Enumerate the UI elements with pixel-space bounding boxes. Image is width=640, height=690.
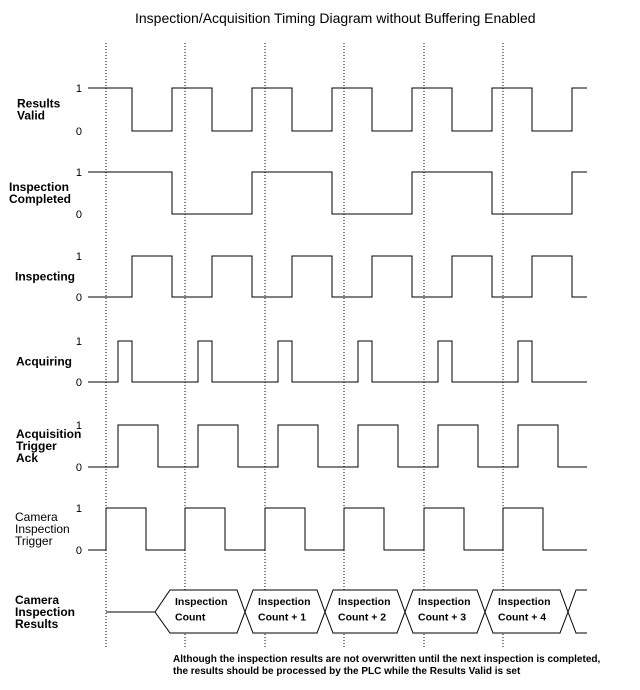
- footnote-line: Although the inspection results are not …: [173, 654, 601, 665]
- level-0-label: 0: [76, 292, 82, 304]
- level-0-label: 0: [76, 545, 82, 557]
- signal-label: Inspection: [9, 180, 69, 194]
- level-1-label: 1: [76, 251, 82, 263]
- signal-label: Inspection: [15, 522, 70, 536]
- level-1-label: 1: [76, 83, 82, 95]
- bus-value-label: Count: [175, 612, 206, 624]
- bus-value-label: Inspection: [258, 596, 311, 608]
- waveform-acquiring: [88, 340, 587, 383]
- signal-label: Acquiring: [16, 355, 72, 369]
- signal-label: Valid: [17, 109, 45, 123]
- signal-label: Acquisition: [16, 427, 81, 441]
- waveform-inspection-completed: [88, 171, 587, 215]
- waveform-acquisition-trigger-ack: [88, 424, 587, 468]
- bus-value-label: Inspection: [175, 596, 228, 608]
- waveform-results-valid: [88, 87, 587, 132]
- level-1-label: 1: [76, 420, 82, 432]
- level-0-label: 0: [76, 377, 82, 389]
- diagram-title: Inspection/Acquisition Timing Diagram wi…: [135, 10, 536, 26]
- level-0-label: 0: [76, 209, 82, 221]
- footnote: Although the inspection results are not …: [173, 654, 600, 678]
- signal-label: Camera: [15, 510, 58, 524]
- footnote-line: the results should be processed by the P…: [173, 666, 521, 677]
- bus-value-label: Count + 4: [498, 612, 546, 624]
- bus-value-label: Inspection: [498, 596, 551, 608]
- level-1-label: 1: [76, 336, 82, 348]
- level-0-label: 0: [76, 126, 82, 138]
- bus-value-label: Inspection: [338, 596, 391, 608]
- signal-label: Completed: [9, 192, 71, 206]
- level-0-label: 0: [76, 462, 82, 474]
- level-1-label: 1: [76, 503, 82, 515]
- signal-label: Results: [15, 617, 59, 631]
- signal-label: Trigger: [16, 439, 57, 453]
- level-1-label: 1: [76, 167, 82, 179]
- signal-label: Ack: [16, 451, 38, 465]
- signal-label: Inspecting: [15, 270, 75, 284]
- bus-value-label: Count + 1: [258, 612, 306, 624]
- waveform-camera-inspection-trigger: [88, 507, 587, 551]
- bus-open-tail: [567, 589, 587, 634]
- bus-value-label: Inspection: [418, 596, 471, 608]
- signal-label: Trigger: [15, 534, 53, 548]
- signal-label: Results: [17, 97, 61, 111]
- bus-value-label: Count + 3: [418, 612, 466, 624]
- signal-label: Camera: [15, 593, 59, 607]
- waveform-inspecting: [88, 255, 587, 298]
- signal-label: Inspection: [15, 605, 75, 619]
- bus-value-label: Count + 2: [338, 612, 386, 624]
